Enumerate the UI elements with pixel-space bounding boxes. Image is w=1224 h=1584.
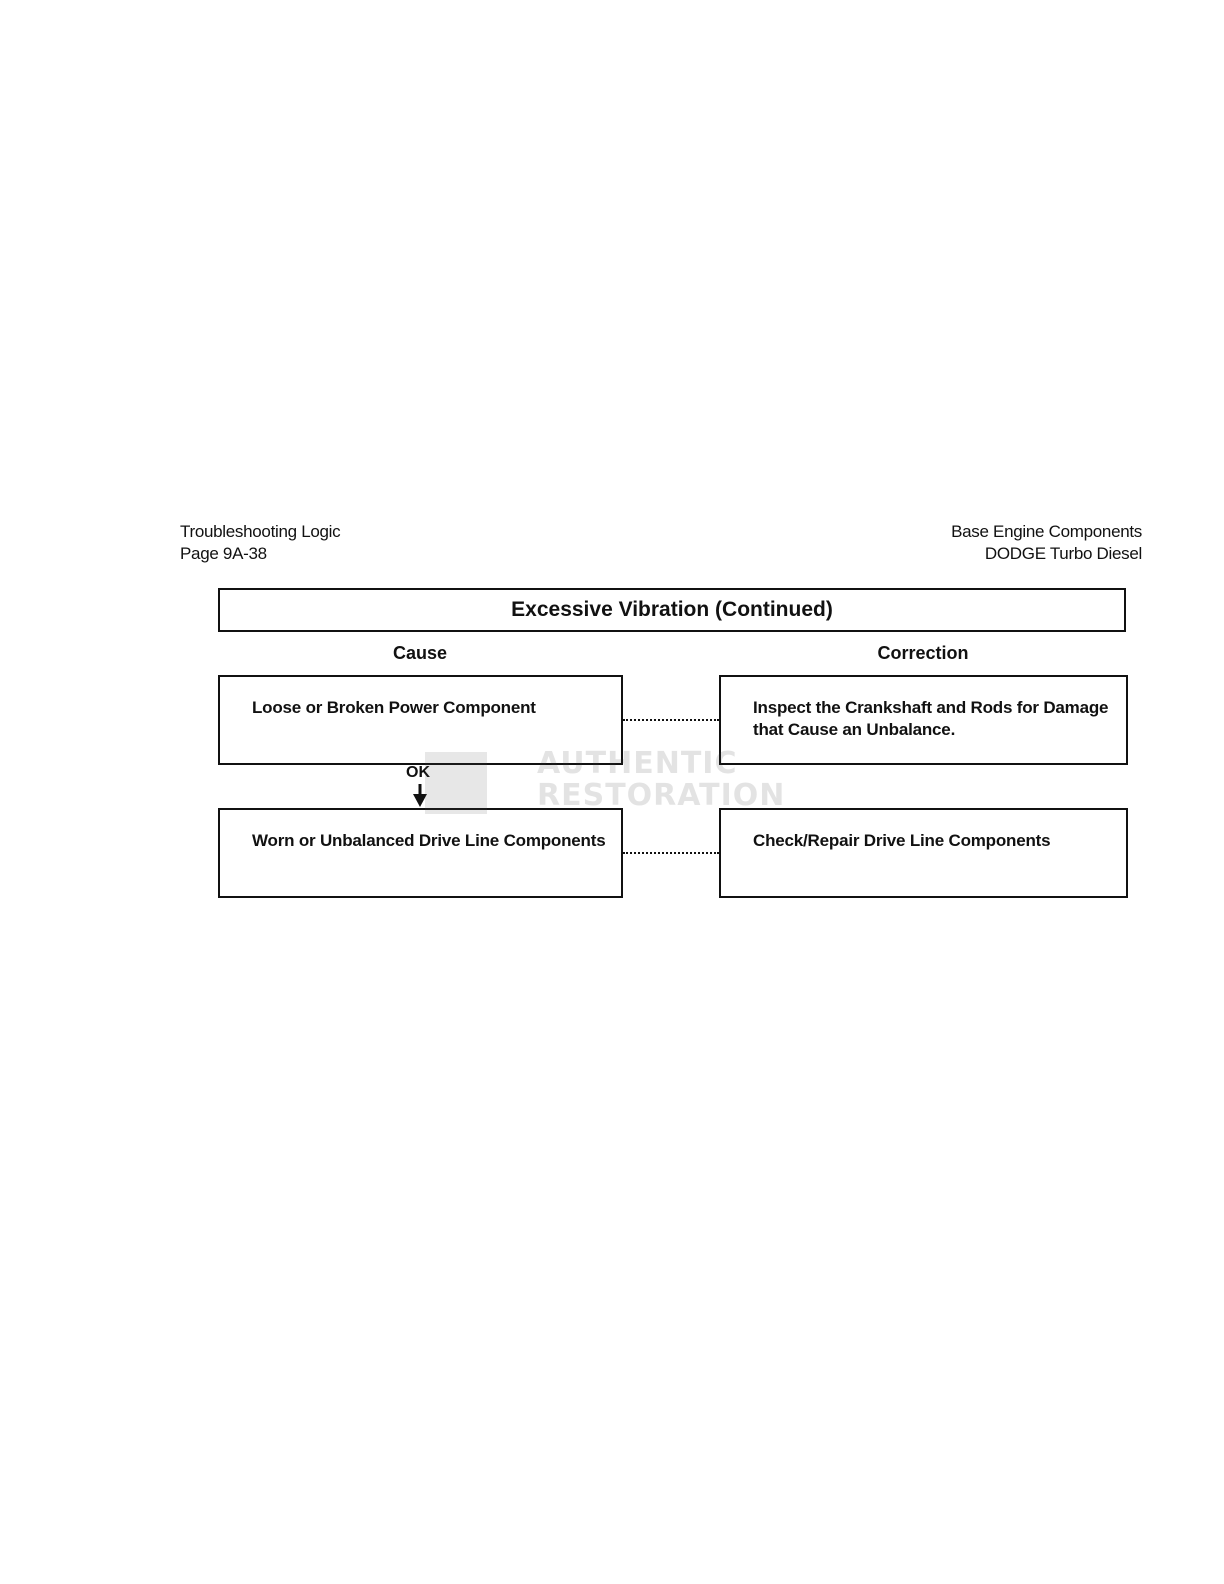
ok-label: OK [406, 764, 430, 781]
dotted-connector-2 [623, 852, 719, 854]
down-arrow-icon [413, 784, 427, 807]
cause-text-1: Loose or Broken Power Component [252, 698, 536, 717]
chart-title-box: Excessive Vibration (Continued) [218, 588, 1126, 632]
section-title: Troubleshooting Logic [180, 522, 341, 541]
cause-box-1: Loose or Broken Power Component [218, 675, 623, 765]
dotted-connector-1 [623, 719, 719, 721]
chart-title: Excessive Vibration (Continued) [511, 598, 833, 621]
header-left: Troubleshooting Logic Page 9A-38 [180, 521, 341, 565]
correction-box-2: Check/Repair Drive Line Components [719, 808, 1128, 898]
cause-text-2: Worn or Unbalanced Drive Line Components [252, 831, 606, 850]
cause-box-2: Worn or Unbalanced Drive Line Components [218, 808, 623, 898]
chapter-title: Base Engine Components [951, 522, 1142, 541]
cause-heading: Cause [392, 643, 448, 663]
correction-heading: Correction [877, 643, 969, 663]
correction-box-1: Inspect the Crankshaft and Rods for Dama… [719, 675, 1128, 765]
correction-text-2: Check/Repair Drive Line Components [753, 831, 1051, 850]
vehicle-name: DODGE Turbo Diesel [984, 544, 1142, 563]
correction-text-1: Inspect the Crankshaft and Rods for Dama… [753, 698, 1109, 739]
header-right: Base Engine Components DODGE Turbo Diese… [951, 521, 1142, 565]
page-number: Page 9A-38 [180, 544, 267, 563]
